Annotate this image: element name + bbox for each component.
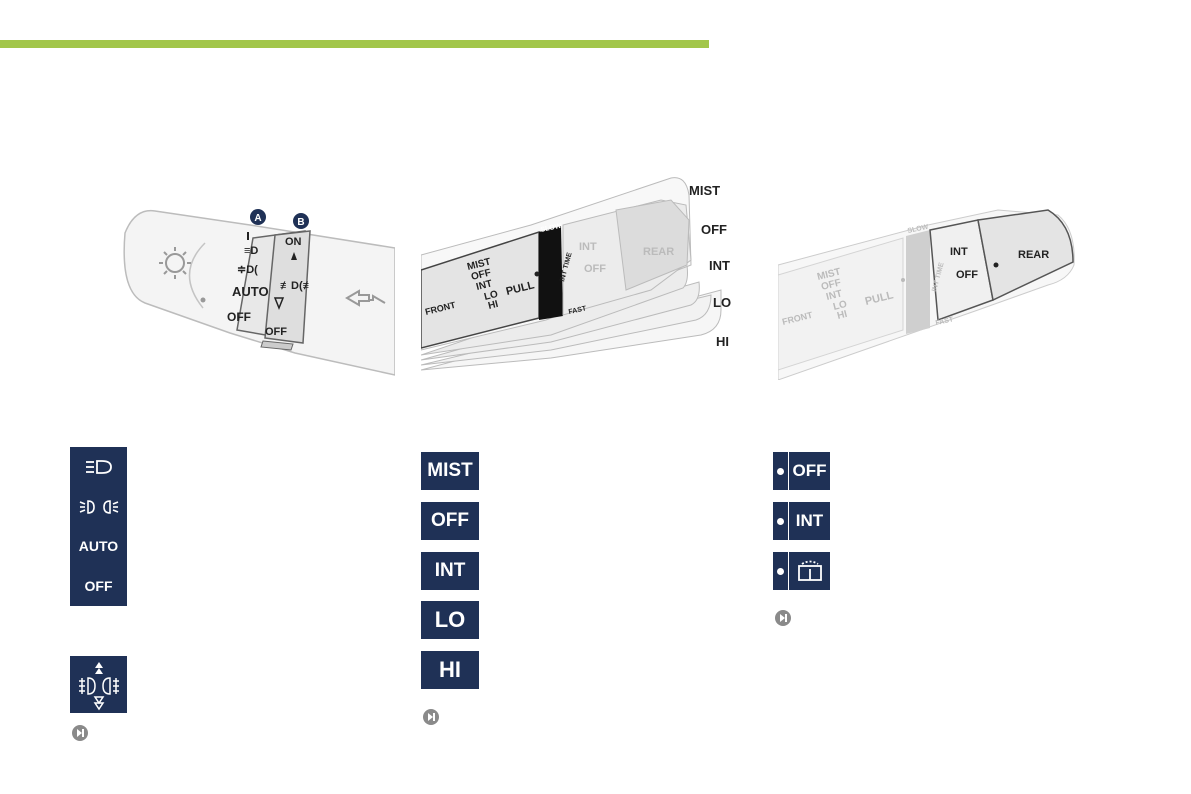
off-label: OFF [84,578,113,595]
dipped-beam-row [70,447,127,487]
svg-text:≢D(≢: ≢D(≢ [280,280,314,292]
svg-text:OFF: OFF [227,310,251,324]
svg-text:AUTO: AUTO [232,284,269,299]
callout-hi: HI [716,334,729,349]
svg-text:≑D(: ≑D( [237,264,258,276]
auto-label: AUTO [78,538,119,555]
headlamp-sun-icon [159,247,191,279]
svg-text:HI: HI [487,299,500,312]
sidelights-icon [79,499,118,514]
dot-icon [773,552,789,590]
svg-text:INT: INT [579,241,597,253]
svg-text:ON: ON [285,236,302,248]
badge-hi: HI [421,651,479,689]
header-accent-bar [0,40,709,48]
badge-mist: MIST [421,452,479,490]
dot-icon [773,452,789,490]
svg-text:INT: INT [475,278,493,293]
svg-text:OFF: OFF [584,263,606,275]
turn-signal-arrows-icon [345,289,386,307]
marker-b: B [297,217,304,228]
svg-text:FAST: FAST [568,305,588,316]
svg-text:REAR: REAR [643,246,674,258]
marker-a: A [254,213,261,224]
dipped-beam-icon [85,459,112,474]
rear-wiper-wash-icon [797,560,822,581]
next-page-icon[interactable] [72,725,88,741]
callout-lo: LO [713,295,731,310]
svg-text:REAR: REAR [1018,249,1049,261]
rear-badge-wash [773,552,830,590]
svg-text:LO: LO [832,299,848,313]
svg-text:≡D: ≡D [244,245,258,257]
svg-text:SLOW: SLOW [907,224,929,235]
svg-text:FAST: FAST [935,316,955,327]
callout-mist: MIST [689,183,720,198]
svg-text:INT: INT [950,246,968,258]
front-wiper-stalk-illustration: MIST OFF INT LO HI FRONT PULL SLOW INT T… [421,177,731,371]
svg-text:LO: LO [483,289,499,303]
dot-icon [773,502,789,540]
rear-badge-int: INT [773,502,830,540]
svg-text:OFF: OFF [265,326,287,338]
fog-lamps-icon [78,661,119,710]
next-page-icon[interactable] [775,610,791,626]
next-page-icon[interactable] [423,709,439,725]
svg-text:SLOW: SLOW [540,223,562,234]
svg-text:INT: INT [825,288,843,303]
badge-lo: LO [421,601,479,639]
lighting-stalk-illustration: ≡D ≑D( AUTO OFF ON ≢D(≢ OFF A B [123,209,395,376]
badge-off: OFF [421,502,479,540]
svg-text:OFF: OFF [470,267,492,283]
rear-badge-off: OFF [773,452,830,490]
callout-off: OFF [701,222,727,237]
rear-wiper-stalk-illustration: MIST OFF INT LO HI FRONT PULL SLOW INT T… [778,209,1075,380]
sidelights-row [70,487,127,527]
lighting-key-panel: AUTO OFF [70,447,127,606]
badge-int: INT [421,552,479,590]
svg-text:HI: HI [836,309,849,322]
callout-int: INT [709,258,730,273]
svg-text:OFF: OFF [956,269,978,281]
fog-key-panel [70,656,127,713]
svg-text:OFF: OFF [820,277,842,293]
